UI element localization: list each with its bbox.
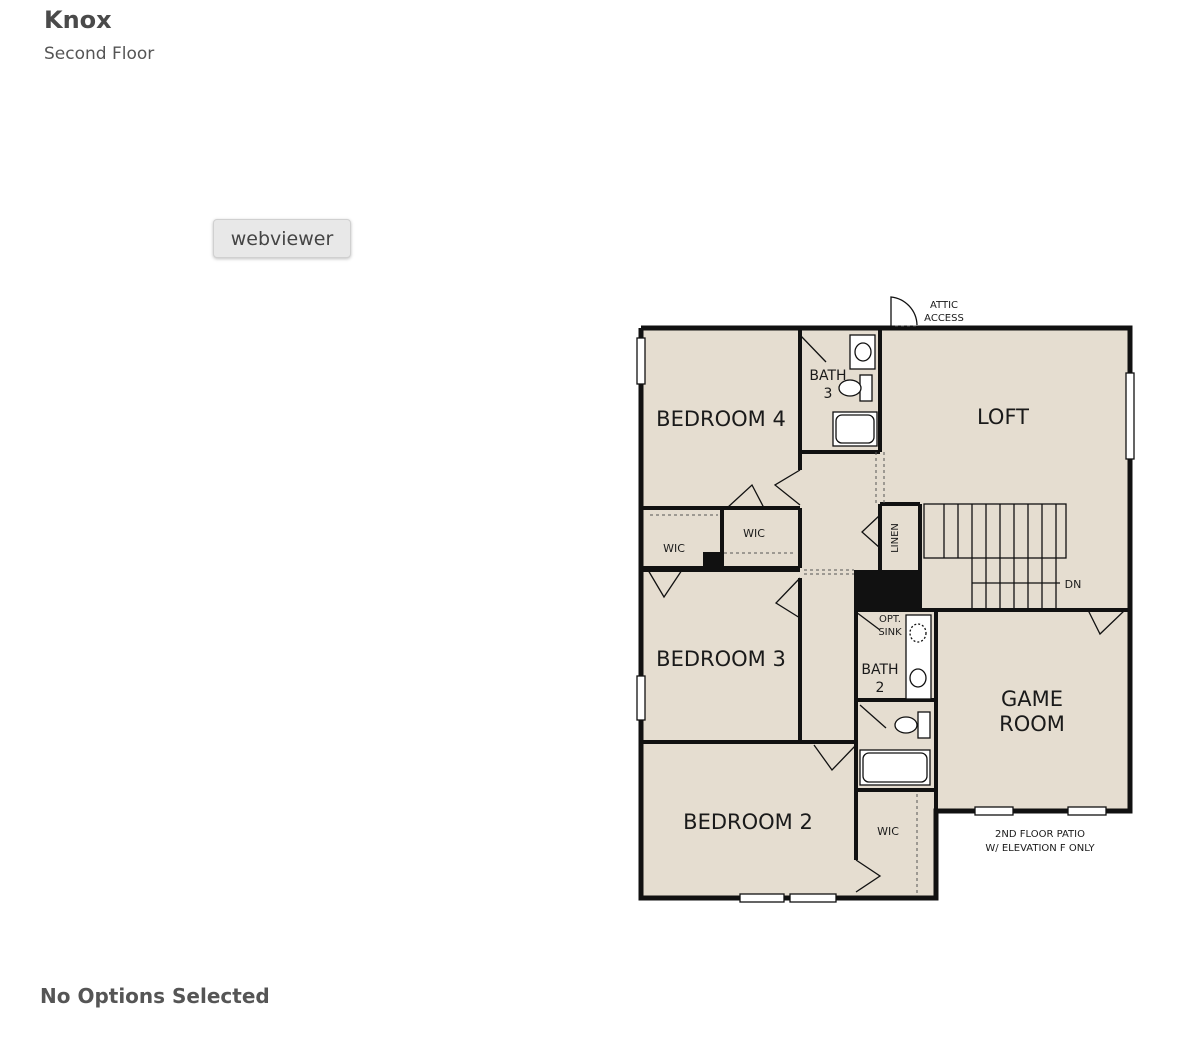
plan-title: Knox — [44, 6, 112, 34]
attic-access-label-line2: ACCESS — [924, 313, 964, 324]
dashed-lines — [650, 325, 918, 895]
loft-label: LOFT — [977, 405, 1029, 429]
opt-sink-label-line2: SINK — [878, 627, 902, 638]
bath2-label-line2: 2 — [876, 680, 885, 696]
game-room-label-line2: ROOM — [999, 712, 1065, 736]
wic-label-a: WIC — [663, 542, 685, 555]
game-room-label-line1: GAME — [1001, 687, 1063, 711]
windows — [636, 337, 1135, 903]
wall-chases — [703, 552, 922, 612]
attic-access-label-line1: ATTIC — [930, 300, 958, 311]
floorplan-drawing: BEDROOM 4 LOFT BEDROOM 3 GAME ROOM BEDRO… — [636, 296, 1135, 903]
linen-label: LINEN — [890, 523, 901, 553]
room-labels: BEDROOM 4 LOFT BEDROOM 3 GAME ROOM BEDRO… — [656, 300, 1095, 854]
bath3-label-line2: 3 — [824, 386, 833, 402]
bedroom3-label: BEDROOM 3 — [656, 647, 786, 671]
bath3-label-line1: BATH — [809, 368, 846, 384]
bath2-label-line1: BATH — [861, 662, 898, 678]
bedroom4-label: BEDROOM 4 — [656, 407, 786, 431]
options-status: No Options Selected — [40, 984, 270, 1008]
patio-note-line1: 2ND FLOOR PATIO — [995, 829, 1085, 840]
patio-note-line2: W/ ELEVATION F ONLY — [985, 843, 1095, 854]
wic-label-c: WIC — [877, 825, 899, 838]
opt-sink-label-line1: OPT. — [879, 614, 901, 625]
stairs-down-label: DN — [1065, 578, 1082, 591]
floor-subtitle: Second Floor — [44, 44, 155, 64]
webviewer-button[interactable]: webviewer — [213, 219, 351, 258]
bath-fixtures — [832, 334, 932, 786]
bedroom2-label: BEDROOM 2 — [683, 810, 813, 834]
wic-label-b: WIC — [743, 527, 765, 540]
door-swings — [647, 296, 1126, 893]
staircase — [923, 503, 1067, 608]
